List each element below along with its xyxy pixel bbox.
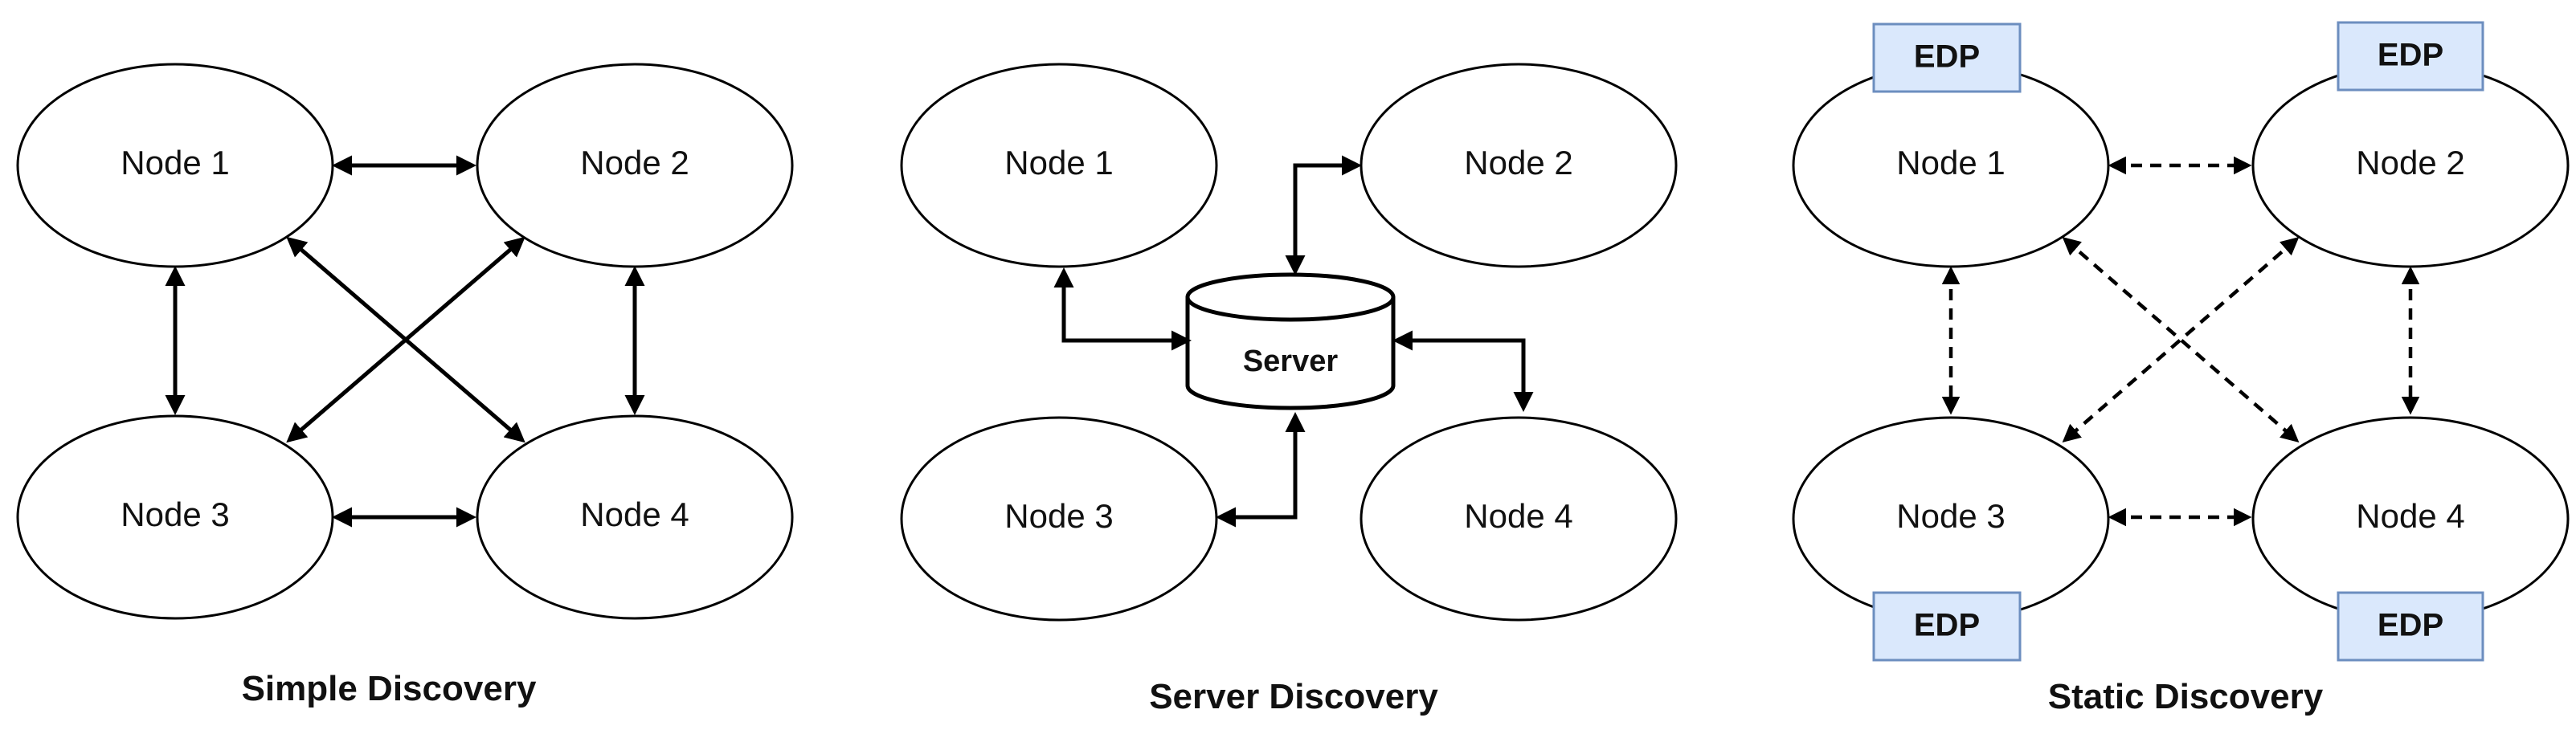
static-edge-2-3 — [2062, 237, 2300, 442]
simple-node-2: Node 2 — [476, 63, 794, 268]
server-database-icon: Server — [1185, 272, 1396, 410]
server-discovery-caption: Server Discovery — [1149, 677, 1438, 716]
server-node-3: Node 3 — [900, 416, 1218, 622]
server-node-2-label: Node 2 — [1464, 144, 1572, 181]
edp-badge-node-1-label: EDP — [1914, 39, 1980, 75]
simple-discovery-caption: Simple Discovery — [242, 669, 537, 708]
simple-discovery-panel: Node 1 Node 2 Node 3 Node 4 Simple Disco… — [16, 63, 794, 708]
simple-node-1: Node 1 — [16, 63, 334, 268]
static-node-2: Node 2 — [2251, 63, 2570, 268]
static-discovery-caption: Static Discovery — [2048, 677, 2324, 716]
edp-badge-node-3: EDP — [1872, 591, 2022, 662]
simple-edge-2-3 — [286, 236, 525, 443]
server-node-1-label: Node 1 — [1004, 144, 1113, 181]
static-node-2-label: Node 2 — [2356, 144, 2464, 181]
simple-node-2-label: Node 2 — [580, 144, 689, 181]
simple-node-3-label: Node 3 — [121, 495, 229, 533]
edp-badge-node-4: EDP — [2337, 591, 2484, 662]
server-discovery-panel: Node 1 Node 2 Node 3 Node 4 Server Serve… — [900, 63, 1678, 716]
edp-badge-node-1: EDP — [1872, 22, 2022, 93]
server-edge-node-2 — [1285, 155, 1362, 275]
server-node-4: Node 4 — [1360, 416, 1678, 622]
simple-node-1-label: Node 1 — [121, 144, 229, 181]
static-discovery-panel: Node 1 Node 2 Node 3 Node 4 EDP EDP EDP — [1792, 21, 2570, 716]
edp-badge-node-3-label: EDP — [1914, 608, 1980, 643]
server-edge-node-3 — [1216, 412, 1306, 528]
server-edge-node-4 — [1392, 330, 1534, 412]
server-node-2: Node 2 — [1360, 63, 1678, 268]
static-node-1: Node 1 — [1792, 63, 2110, 268]
edp-badge-node-4-label: EDP — [2378, 608, 2443, 643]
edp-badge-node-2-label: EDP — [2378, 38, 2443, 73]
server-node-4-label: Node 4 — [1464, 497, 1572, 535]
simple-node-4: Node 4 — [476, 414, 794, 620]
static-node-1-label: Node 1 — [1896, 144, 2005, 181]
static-node-3: Node 3 — [1792, 416, 2110, 622]
static-node-4-label: Node 4 — [2356, 497, 2464, 535]
static-node-4: Node 4 — [2251, 416, 2570, 622]
server-label: Server — [1243, 345, 1339, 378]
simple-node-4-label: Node 4 — [580, 495, 689, 533]
server-node-3-label: Node 3 — [1004, 497, 1113, 535]
server-edge-node-1 — [1053, 267, 1192, 351]
simple-node-3: Node 3 — [16, 414, 334, 620]
edp-badge-node-2: EDP — [2337, 21, 2484, 92]
static-node-3-label: Node 3 — [1896, 497, 2005, 535]
server-node-1: Node 1 — [900, 63, 1218, 268]
